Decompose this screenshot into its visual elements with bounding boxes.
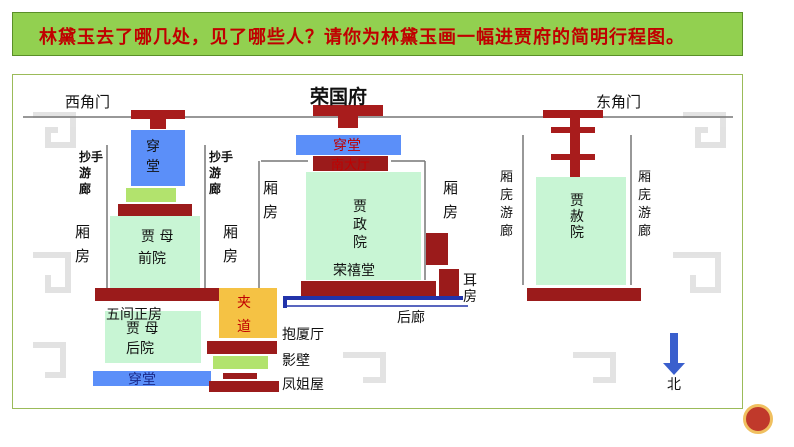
label-baoxia: 抱厦厅 — [282, 327, 324, 343]
label-jiashe-3: 院 — [570, 225, 584, 241]
label-west-gate: 西角门 — [65, 93, 110, 111]
label-right-corridor-1: 抄手 — [209, 149, 233, 164]
west-gate-post — [150, 119, 166, 129]
label-alley-2: 道 — [237, 319, 251, 335]
back-corridor-line-top — [283, 296, 463, 300]
fengjie-bar-top — [223, 373, 257, 379]
label-rongxi: 荣禧堂 — [333, 263, 375, 279]
screen-wall-block — [213, 356, 268, 369]
label-east-wing-left-1: 厢 — [500, 170, 513, 185]
label-center-wing-left-1: 厢 — [263, 179, 278, 197]
label-jiamu-back-1: 贾 母 — [126, 321, 158, 337]
label-back-corridor: 后廊 — [397, 309, 425, 326]
jiazheng-block — [306, 172, 421, 280]
label-center-wing-left-2: 房 — [263, 203, 278, 221]
center-side-block — [426, 233, 448, 265]
fengjie-bar — [209, 381, 279, 392]
label-center-wing-right-1: 厢 — [443, 179, 458, 197]
label-right-corridor-3: 廊 — [209, 181, 221, 196]
label-jiashe-1: 贾 — [570, 193, 584, 209]
north-arrow-shaft — [670, 333, 678, 365]
east-gate-bar — [543, 110, 603, 118]
bottom-chuantang-block — [93, 371, 211, 386]
background-pattern — [33, 112, 726, 383]
label-east-wing-left-4: 廊 — [500, 223, 513, 239]
west-yellow-strip — [126, 188, 176, 202]
label-jiazheng-3: 院 — [353, 235, 367, 251]
label-east-wing-right-3: 游 — [638, 206, 651, 221]
label-east-wing-right-4: 廊 — [638, 223, 651, 239]
label-five-rooms: 五间正房 — [106, 307, 162, 323]
label-east-wing-right-1: 厢 — [638, 170, 651, 185]
north-arrow-head — [663, 363, 685, 375]
label-right-corridor-2: 游 — [209, 165, 221, 180]
label-west-wing-left-1: 厢 — [75, 223, 90, 241]
label-jiazheng-2: 政 — [353, 217, 367, 233]
central-chuantang-block — [296, 135, 401, 155]
label-west-chuantang-1: 穿 — [146, 139, 160, 155]
label-east-wing-left-3: 游 — [500, 206, 513, 221]
question-banner: 林黛玉去了哪几处，见了哪些人？请你为林黛玉画一幅进贾府的简明行程图。 — [12, 12, 743, 56]
label-screen-wall: 影壁 — [282, 353, 310, 369]
label-jiamu-front-1: 贾 母 — [141, 229, 173, 245]
route-diagram: 西角门 荣国府 东角门 穿 堂 抄手 游 廊 抄手 游 廊 厢 房 厢 房 贾 … — [12, 74, 743, 409]
label-east-wing-left-2: 庑 — [500, 188, 513, 203]
label-jiazheng-1: 贾 — [353, 199, 367, 215]
grand-hall-bar — [313, 156, 388, 171]
alley-block — [219, 288, 277, 338]
label-fengjie: 凤姐屋 — [282, 377, 324, 393]
label-west-wing-right-1: 厢 — [223, 223, 238, 241]
jiamu-front-block — [110, 216, 200, 288]
label-grand-hall: 南大厅 — [331, 157, 370, 173]
west-chuantang-block — [131, 130, 185, 186]
label-left-corridor-3: 廊 — [79, 181, 91, 196]
label-jiamu-front-2: 前院 — [138, 250, 166, 267]
label-central-chuantang: 穿堂 — [333, 138, 361, 154]
label-ear-room-2: 房 — [463, 289, 477, 305]
main-gate-bar — [313, 105, 383, 116]
question-text: 林黛玉去了哪几处，见了哪些人？请你为林黛玉画一幅进贾府的简明行程图。 — [39, 27, 685, 48]
label-alley-1: 夹 — [237, 295, 251, 311]
ear-room-block — [439, 269, 459, 297]
label-left-corridor-2: 游 — [79, 165, 91, 180]
label-center-wing-right-2: 房 — [443, 203, 458, 221]
next-slide-button[interactable] — [743, 404, 773, 434]
label-west-wing-right-2: 房 — [223, 247, 238, 265]
label-west-wing-left-2: 房 — [75, 247, 90, 265]
label-north: 北 — [667, 377, 681, 393]
label-east-wing-right-2: 庑 — [638, 188, 651, 203]
jiamu-back-block — [105, 311, 201, 363]
label-main-gate: 荣国府 — [309, 85, 367, 108]
label-bottom-chuantang: 穿堂 — [128, 372, 156, 388]
east-bottom-bar — [527, 288, 641, 301]
main-gate-post — [338, 116, 358, 128]
west-gate-bar — [131, 110, 185, 119]
label-west-chuantang-2: 堂 — [146, 159, 160, 175]
diagram-canvas: 西角门 荣国府 东角门 穿 堂 抄手 游 廊 抄手 游 廊 厢 房 厢 房 贾 … — [23, 85, 733, 393]
label-east-gate: 东角门 — [596, 93, 641, 111]
label-left-corridor-1: 抄手 — [79, 149, 103, 164]
label-jiamu-back-2: 后院 — [126, 341, 154, 357]
label-ear-room-1: 耳 — [463, 273, 477, 289]
label-jiashe-2: 赦 — [570, 208, 584, 225]
baoxia-bar — [207, 341, 277, 354]
rongxi-bar — [301, 281, 436, 297]
jiashe-block — [536, 177, 626, 285]
west-red-strip — [118, 204, 192, 216]
